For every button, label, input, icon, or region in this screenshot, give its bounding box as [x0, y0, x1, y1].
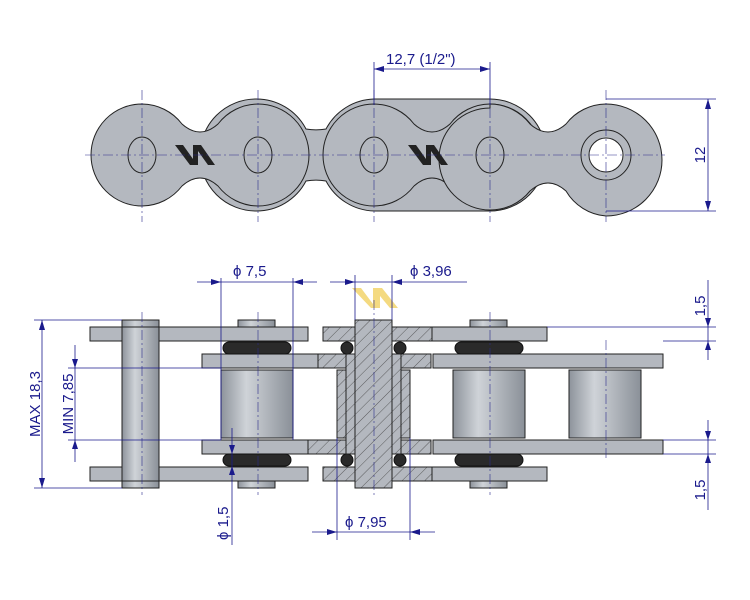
outer-plate-thickness-label: 1,5	[692, 296, 709, 317]
roller	[220, 369, 294, 439]
inner-plate-thickness-label: 1,5	[692, 480, 709, 501]
roller	[452, 369, 526, 439]
side-center-lines	[141, 300, 607, 495]
logo-mark-section	[352, 288, 398, 308]
pin-section	[354, 319, 393, 489]
plate-height-dimension: 12	[606, 98, 716, 212]
pitch-dimension: 12,7 (1/2")	[373, 51, 491, 105]
top-view	[85, 90, 665, 222]
roller-diameter-label: ϕ 7,5	[233, 263, 266, 280]
oring-diameter-label: ϕ 1,5	[215, 507, 232, 540]
pin-diameter-label: ϕ 3,96	[410, 263, 452, 280]
pin-center-lines	[141, 90, 607, 222]
bushing-diameter-dimension: ϕ 7,95	[312, 438, 435, 540]
pin	[121, 319, 160, 489]
oring-diameter-dimension: ϕ 1,5	[215, 428, 235, 545]
roller	[568, 369, 642, 439]
roller-diameter-dimension: ϕ 7,5	[197, 263, 317, 440]
bushing-diameter-label: ϕ 7,95	[345, 514, 387, 531]
width-dimensions: MAX 18,3 MIN 7,85	[27, 319, 221, 489]
side-view	[89, 288, 664, 495]
min-inner-width-label: MIN 7,85	[60, 374, 77, 435]
plate-thickness-dimensions: 1,5 1,5	[547, 280, 716, 510]
max-width-label: MAX 18,3	[27, 371, 44, 437]
pitch-label: 12,7 (1/2")	[386, 51, 456, 68]
pin-diameter-dimension: ϕ 3,96	[330, 263, 467, 320]
plate-height-label: 12	[692, 147, 709, 164]
